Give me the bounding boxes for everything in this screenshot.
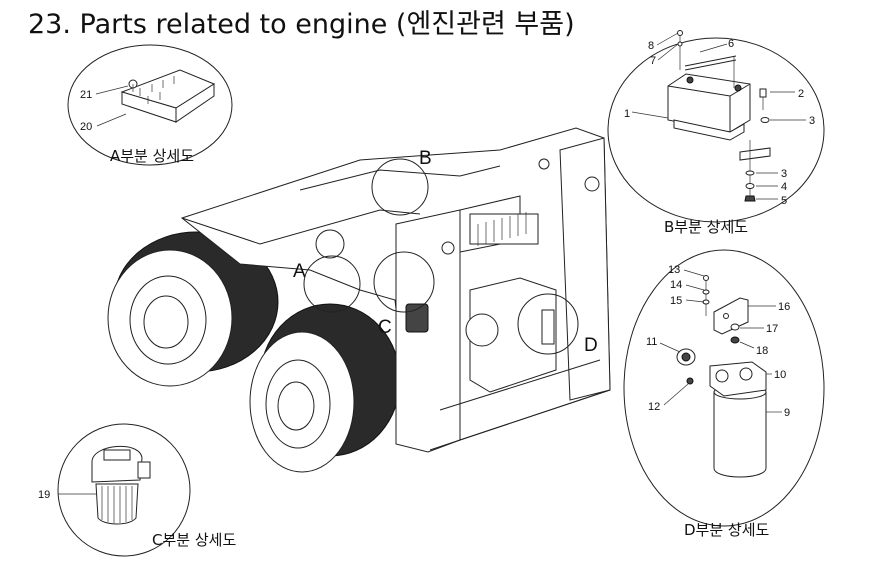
callout-19: 19 (38, 489, 50, 501)
callout-9: 9 (784, 407, 790, 419)
detail-c-ellipse (57, 423, 191, 557)
callout-14: 14 (670, 279, 682, 291)
region-d-circle (517, 293, 579, 355)
region-c-circle (373, 251, 435, 313)
callout-5: 5 (781, 195, 787, 207)
callout-12: 12 (648, 401, 660, 413)
callout-13: 13 (668, 264, 680, 276)
callout-1: 1 (624, 108, 630, 120)
callout-16: 16 (778, 301, 790, 313)
detail-b-ellipse (607, 37, 825, 223)
front-tire-icon (249, 303, 401, 473)
detail-b-group: 8 6 7 1 2 3 3 4 5 B부분 상세도 (607, 30, 825, 236)
oil-filter-icon (713, 391, 767, 478)
detail-a-group: 21 20 A부분 상세도 (67, 44, 233, 166)
region-a-label: A (293, 261, 306, 282)
region-b-label: B (419, 148, 432, 169)
detail-b-caption: B부분 상세도 (664, 218, 748, 236)
detail-a-caption: A부분 상세도 (110, 147, 194, 165)
region-c-label: C (378, 317, 392, 338)
skid-steer-loader (107, 127, 611, 473)
rear-tire-icon (107, 231, 279, 387)
detail-d-caption: D부분 상세도 (684, 521, 770, 539)
callout-7: 7 (650, 55, 656, 67)
detail-c-caption: C부분 상세도 (152, 531, 236, 549)
region-d-label: D (584, 335, 598, 356)
callout-6: 6 (728, 38, 734, 50)
callout-20: 20 (80, 121, 92, 133)
callout-17: 17 (766, 323, 778, 335)
callout-21: 21 (80, 89, 92, 101)
callout-3b: 3 (781, 168, 787, 180)
callout-11: 11 (646, 336, 657, 348)
callout-15: 15 (670, 295, 682, 307)
region-b-circle (371, 158, 429, 216)
callout-18: 18 (756, 345, 768, 357)
page-title: 23. Parts related to engine (엔진관련 부품) (28, 9, 575, 40)
detail-c-group: 19 C부분 상세도 (38, 423, 236, 557)
callout-8: 8 (648, 40, 654, 52)
callout-3: 3 (809, 115, 815, 127)
callout-4: 4 (781, 181, 787, 193)
detail-a-ellipse (67, 44, 233, 166)
detail-d-ellipse (623, 249, 825, 527)
callout-10: 10 (774, 369, 786, 381)
callout-2: 2 (798, 88, 804, 100)
region-a-circle (303, 255, 361, 313)
detail-d-group: 13 14 15 16 17 18 11 10 12 9 D부분 상세도 (623, 249, 825, 539)
